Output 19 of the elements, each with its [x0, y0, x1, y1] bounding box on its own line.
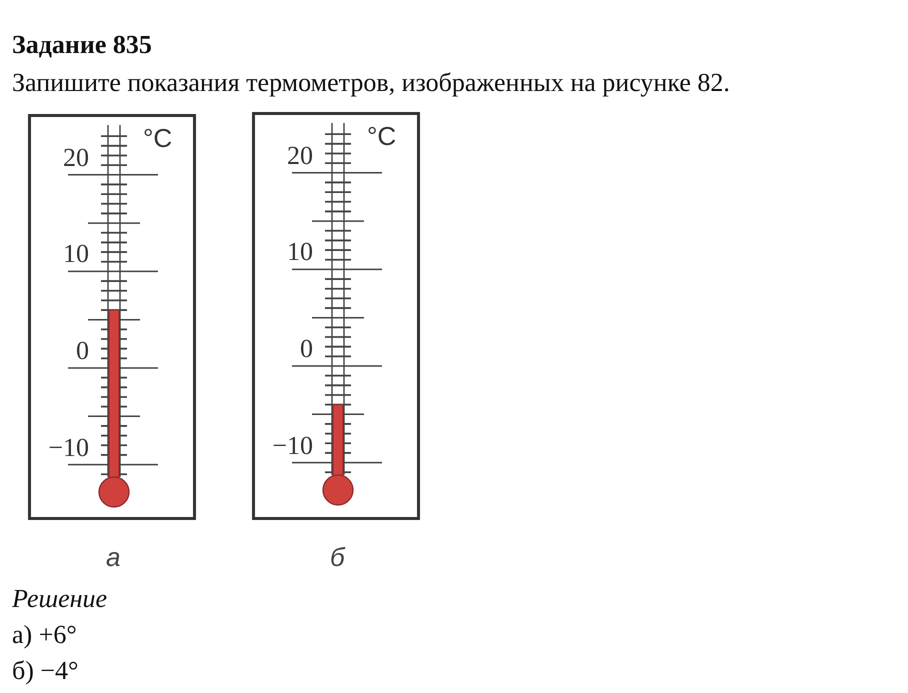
- scale-number: −10: [272, 432, 313, 459]
- figure-label: а: [106, 542, 120, 573]
- thermometer-frame: [252, 112, 420, 520]
- solution-heading: Решение: [12, 584, 108, 614]
- answer-text: б) −4°: [12, 656, 78, 686]
- thermometer-frame: [28, 114, 196, 520]
- scale-number: 20: [287, 142, 313, 169]
- unit-label: °C: [143, 125, 172, 151]
- scale-number: 20: [63, 144, 89, 171]
- scale-number: 0: [76, 338, 89, 364]
- scale-number: 10: [63, 241, 89, 268]
- instruction-text: Запишите показания термометров, изображенных на рисунке 82.: [12, 68, 730, 98]
- scale-number: 0: [300, 336, 313, 362]
- heading: Задание 835: [12, 30, 152, 60]
- scale-number: 10: [287, 239, 313, 266]
- scale-number: −10: [48, 434, 89, 461]
- unit-label: °C: [367, 123, 396, 149]
- answer-text: а) +6°: [12, 620, 77, 650]
- figure-label: б: [330, 542, 345, 573]
